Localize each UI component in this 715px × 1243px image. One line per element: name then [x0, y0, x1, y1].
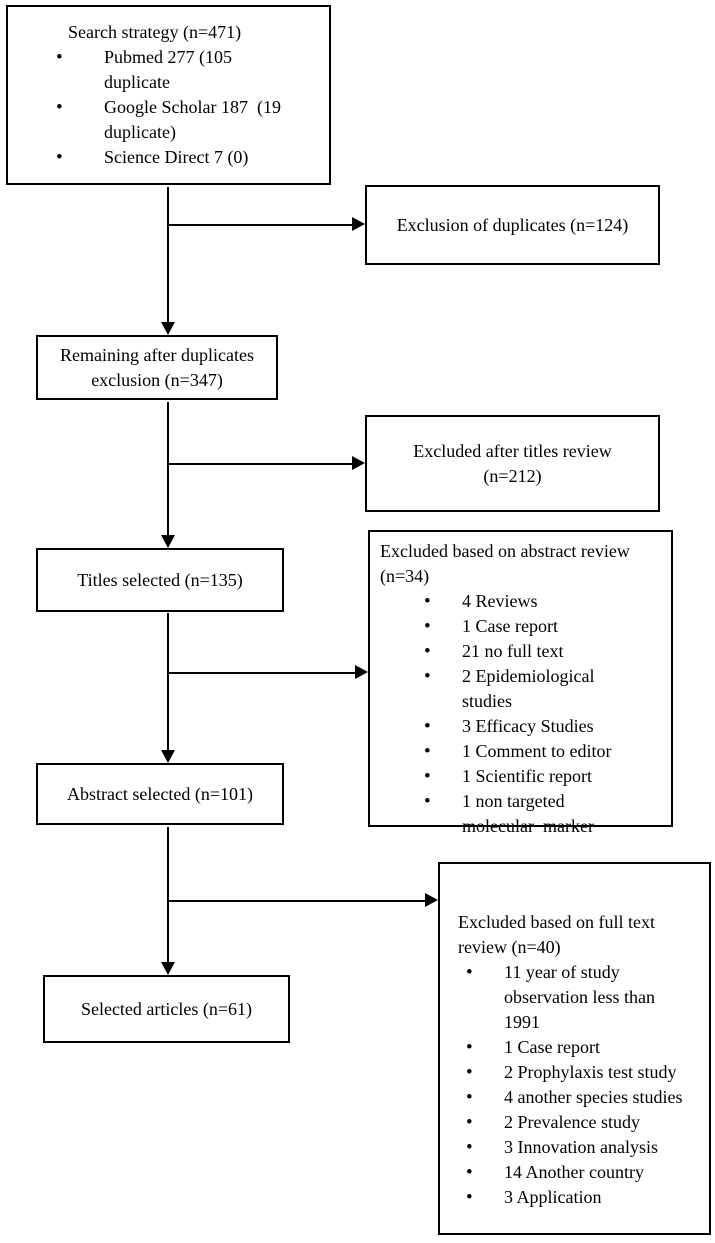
selected-articles-label: Selected articles (n=61): [80, 998, 253, 1019]
search-strategy-title: Search strategy (n=471): [68, 22, 242, 42]
arrow-right-icon: [425, 893, 438, 907]
list-item: 11 year of study observation less than 1…: [458, 960, 703, 1035]
connector-line: [167, 187, 169, 322]
connector-line: [167, 613, 169, 750]
remaining-after-duplicates-label: Remaining after duplicates exclusion (n=…: [60, 344, 254, 390]
excluded-abstract-review-box: Excluded based on abstract review (n=34)…: [368, 530, 673, 836]
list-item: Pubmed 277 (105 duplicate: [18, 45, 321, 95]
connector-line: [168, 900, 425, 902]
arrow-down-icon: [161, 962, 175, 975]
connector-line: [167, 402, 169, 535]
list-item: Science Direct 7 (0): [18, 145, 321, 170]
arrow-down-icon: [161, 750, 175, 763]
exclusion-duplicates-box: Exclusion of duplicates (n=124): [365, 185, 660, 265]
excluded-fulltext-review-box: Excluded based on full text review (n=40…: [438, 862, 711, 1235]
list-item: 1 Scientific report: [380, 764, 661, 789]
arrow-right-icon: [355, 665, 368, 679]
list-item: 4 Reviews: [380, 589, 661, 614]
list-item: 3 Efficacy Studies: [380, 714, 661, 739]
arrow-right-icon: [352, 456, 365, 470]
list-item: 3 Innovation analysis: [458, 1135, 703, 1160]
list-item: 1 Case report: [458, 1035, 703, 1060]
connector-line: [167, 827, 169, 962]
list-item: 2 Epidemiological studies: [380, 664, 661, 714]
excluded-titles-review-label: Excluded after titles review (n=212): [413, 440, 612, 486]
connector-line: [168, 463, 352, 465]
list-item: 4 another species studies: [458, 1085, 703, 1110]
search-strategy-list: Pubmed 277 (105 duplicateGoogle Scholar …: [18, 45, 321, 170]
list-item: 2 Prevalence study: [458, 1110, 703, 1135]
excluded-abstract-review-title: Excluded based on abstract review (n=34): [380, 541, 630, 586]
connector-line: [168, 672, 355, 674]
list-item: 1 Case report: [380, 614, 661, 639]
list-item: 21 no full text: [380, 639, 661, 664]
abstract-selected-box: Abstract selected (n=101): [36, 763, 284, 825]
titles-selected-box: Titles selected (n=135): [36, 548, 284, 612]
list-item: 14 Another country: [458, 1160, 703, 1185]
excluded-fulltext-review-title: Excluded based on full text review (n=40…: [458, 912, 655, 957]
search-strategy-box: Search strategy (n=471) Pubmed 277 (105 …: [6, 5, 331, 185]
arrow-down-icon: [161, 322, 175, 335]
list-item: 3 Application: [458, 1185, 703, 1210]
remaining-after-duplicates-box: Remaining after duplicates exclusion (n=…: [36, 335, 278, 400]
arrow-down-icon: [161, 535, 175, 548]
connector-line: [168, 224, 352, 226]
arrow-right-icon: [352, 217, 365, 231]
excluded-titles-review-box: Excluded after titles review (n=212): [365, 415, 660, 512]
list-item: 1 non targeted molecular marker: [380, 789, 661, 839]
list-item: 2 Prophylaxis test study: [458, 1060, 703, 1085]
excluded-fulltext-review-list: 11 year of study observation less than 1…: [458, 960, 703, 1210]
list-item: 1 Comment to editor: [380, 739, 661, 764]
exclusion-duplicates-label: Exclusion of duplicates (n=124): [396, 214, 629, 235]
excluded-abstract-review-list: 4 Reviews1 Case report21 no full text2 E…: [380, 589, 661, 839]
list-item: Google Scholar 187 (19 duplicate): [18, 95, 321, 145]
abstract-selected-label: Abstract selected (n=101): [66, 783, 254, 804]
titles-selected-label: Titles selected (n=135): [77, 569, 243, 590]
selected-articles-box: Selected articles (n=61): [43, 975, 290, 1043]
